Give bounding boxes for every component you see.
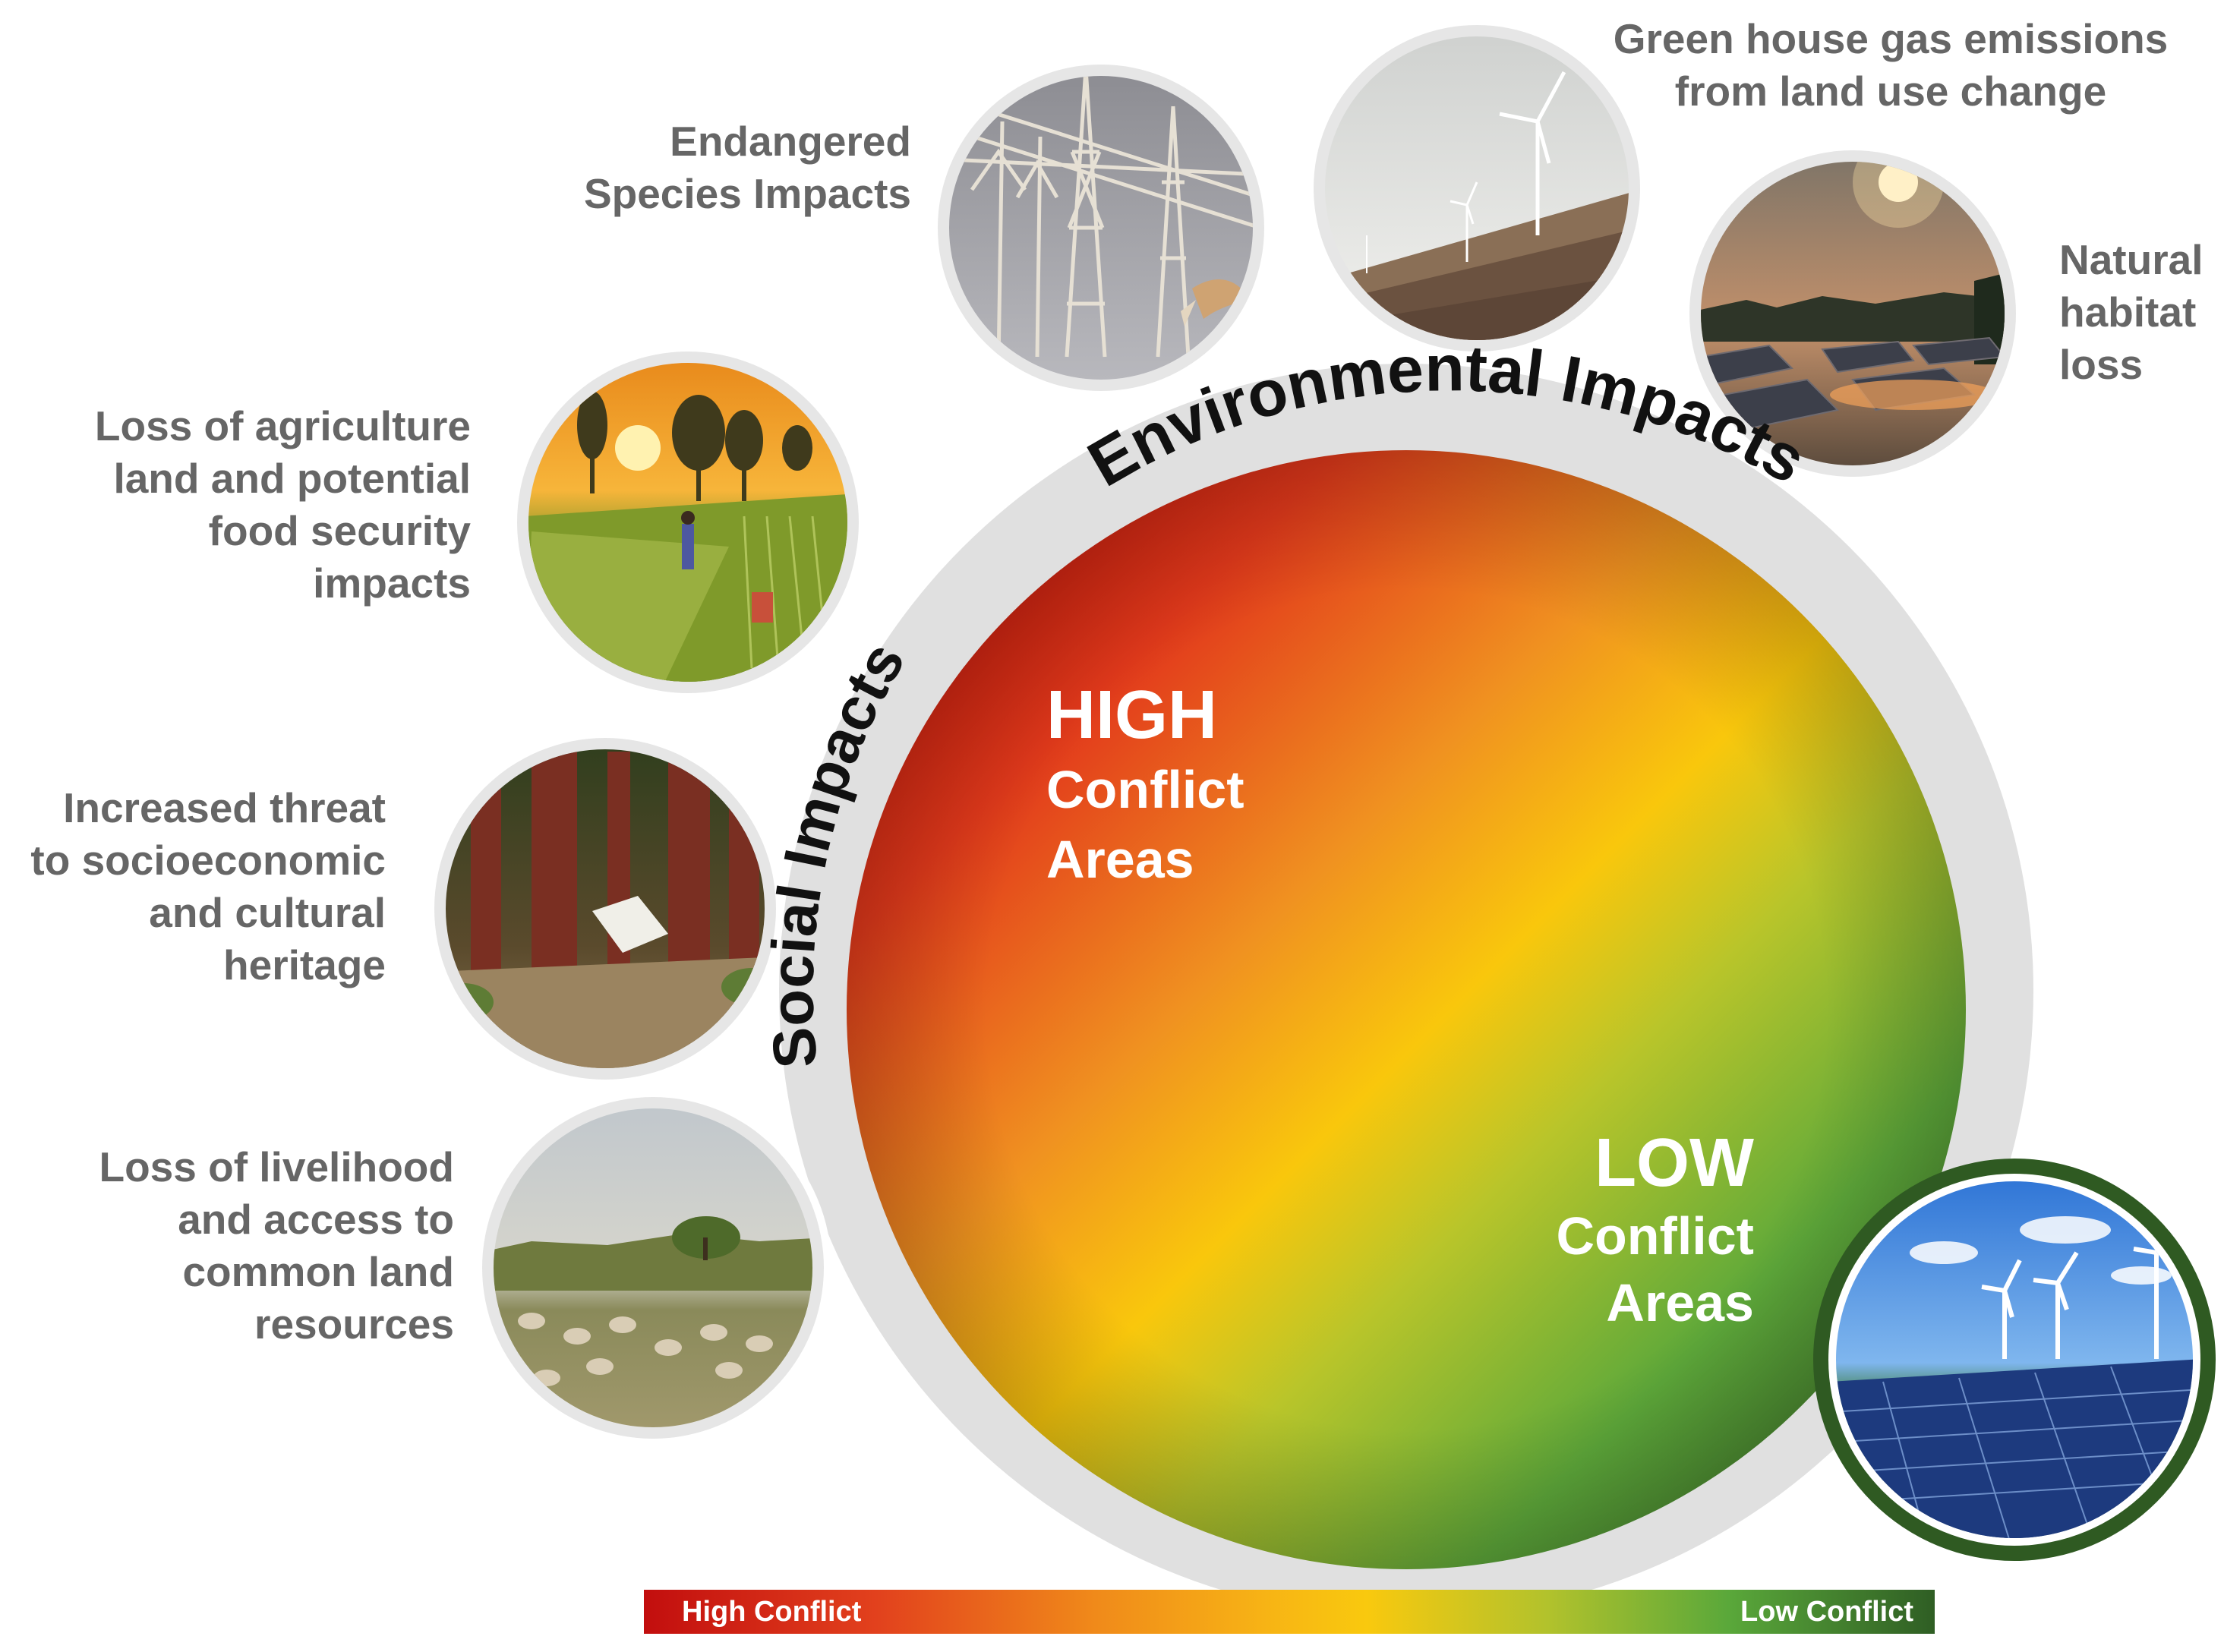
label-ghg-emissions: Green house gas emissions from land use … bbox=[1613, 15, 2169, 115]
high-word: HIGH bbox=[1046, 677, 1217, 753]
low-line-2: Conflict bbox=[1556, 1206, 1754, 1266]
legend-low-label: Low Conflict bbox=[1740, 1596, 1913, 1628]
label-heritage-threat: Increased threat to socioeconomic and cu… bbox=[30, 784, 386, 988]
high-line-3: Areas bbox=[1046, 830, 1194, 889]
label-agriculture-loss: Loss of agriculture land and potential f… bbox=[94, 402, 471, 607]
low-conflict-photo bbox=[1836, 1181, 2193, 1538]
label-livelihood-loss: Loss of livelihood and access to common … bbox=[99, 1143, 454, 1348]
legend-high-label: High Conflict bbox=[682, 1596, 862, 1628]
low-conflict-label: LOW Conflict Areas bbox=[1488, 1124, 1754, 1336]
ghg-emissions-photo bbox=[1325, 36, 1629, 340]
low-word: LOW bbox=[1595, 1125, 1754, 1201]
high-conflict-label: HIGH Conflict Areas bbox=[1046, 676, 1244, 894]
label-habitat-loss: Natural habitat loss bbox=[2059, 236, 2203, 388]
low-line-3: Areas bbox=[1606, 1273, 1754, 1332]
conflict-legend-bar: High Conflict Low Conflict bbox=[644, 1590, 1935, 1634]
endangered-species-photo bbox=[949, 76, 1253, 380]
habitat-loss-photo bbox=[1701, 162, 2005, 465]
livelihood-photo bbox=[494, 1108, 812, 1427]
agriculture-photo bbox=[528, 363, 847, 682]
label-endangered-species: Endangered Species Impacts bbox=[583, 118, 911, 217]
high-line-2: Conflict bbox=[1046, 760, 1244, 819]
